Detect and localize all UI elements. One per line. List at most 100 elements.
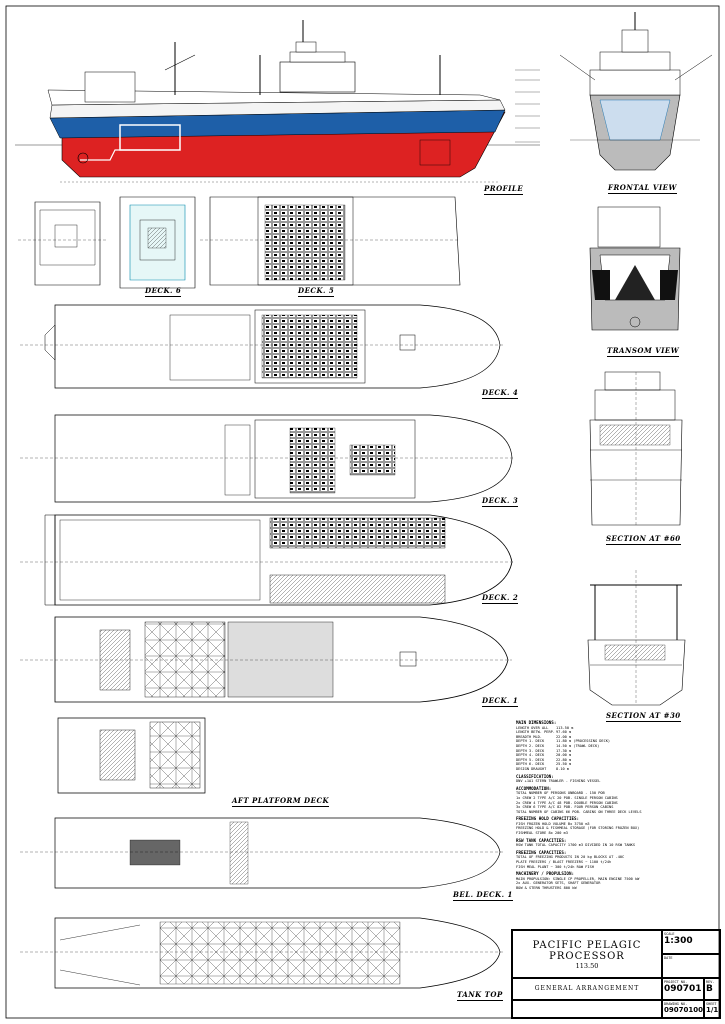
drawing-number-label: DRAWING NO. (664, 1002, 688, 1006)
freezing-line: FISHMEAL STORE 8x 200 m3 (516, 831, 568, 836)
accommodation-line: 2x CREW 4 TYPE A/C 48 POB. DOUBLE PERSON… (516, 800, 618, 805)
profile-view (15, 20, 540, 183)
dimension-value: 25.50 m (556, 762, 572, 767)
machinery-line: BOW & STERN THRUSTERS 800 kW (516, 886, 577, 890)
bel-deck1-plan (20, 817, 505, 889)
freezing-capacity-line: PLATE FREEZERS / BLAST FREEZERS ~ 1100 t… (516, 860, 612, 865)
label-deck6: DECK. 6 (145, 286, 182, 297)
drawing-number: 090701001 (664, 1006, 704, 1014)
dimension-value: 11.80 m (PROCESSING DECK) (556, 739, 611, 744)
deck4-plan (20, 304, 505, 389)
dimension-value: 20.00 m (556, 753, 572, 758)
drawing-number-cell: DRAWING NO. 090701001 (662, 1000, 704, 1018)
drawing-title-cell: GENERAL ARRANGEMENT (512, 978, 662, 1000)
deck2-plan (20, 514, 515, 606)
drawing-title: GENERAL ARRANGEMENT (534, 985, 640, 992)
sheet-cell: SHEET 1/1 (704, 1000, 720, 1018)
project-number-label: PROJECT NO. (664, 980, 688, 984)
deck6-plan (18, 201, 108, 286)
classification-heading: CLASSIFICATION: (516, 773, 554, 779)
project-subtitle: 113.50 (575, 962, 599, 970)
machinery-line: 2x AUX. GENERATOR SETS, SHAFT GENERATOR (516, 881, 601, 886)
dimension-name: DEPTH 2. DECK (516, 743, 545, 748)
label-section30: SECTION AT #30 (606, 711, 681, 722)
dimension-name: DEPTH 6. DECK (516, 762, 545, 767)
deck5-plan (119, 196, 196, 289)
dimension-value: 113.50 m (556, 725, 574, 730)
classification-text: DNV +1A1 STERN TRAWLER - FISHING VESSEL (516, 779, 601, 784)
label-deck1: DECK. 1 (482, 696, 519, 707)
dimension-value: 22.80 m (556, 757, 572, 762)
label-bel-deck1: BEL. DECK. 1 (453, 890, 513, 901)
tank-top-plan (20, 917, 505, 989)
section30-view (587, 570, 686, 706)
section60-view (589, 371, 683, 526)
aft-platform-plan (57, 717, 206, 794)
label-deck5: DECK. 5 (298, 286, 335, 297)
accommodation-line: 3x CREW 6 TYPE A/C 82 POB. FOUR PERSON C… (516, 805, 614, 810)
dimension-row: LENGTH OVER ALL 113.50 m (516, 726, 716, 731)
label-frontal-view: FRONTAL VIEW (608, 183, 677, 194)
dimension-name: LENGTH BETW. PERP. (516, 730, 555, 735)
deck1-plan (20, 616, 512, 703)
label-profile: PROFILE (484, 184, 524, 195)
transom-view (589, 206, 681, 331)
dimension-value: 22.00 m (556, 734, 572, 739)
dimension-name: DEPTH 3. DECK (516, 748, 545, 753)
freezing-capacity-heading: FREEZING CAPACITIES: (516, 849, 567, 855)
freezing-line: FISH FROZEN HOLD VOLUME Bx 3750 m3 (516, 821, 590, 826)
project-number: 090701 (664, 984, 702, 994)
sheet-label: SHEET (706, 1002, 717, 1006)
dimension-name: DEPTH 4. DECK (516, 753, 545, 758)
specification-notes: MAIN DIMENSIONS: LENGTH OVER ALL 113.50 m… (516, 718, 716, 891)
deck5-extension-plan (200, 196, 461, 286)
dimension-name: BREADTH MLD. (516, 734, 542, 739)
dimension-value: 17.30 m (556, 748, 572, 753)
dimension-name: DEPTH 5. DECK (516, 757, 545, 762)
dimension-row: DEPTH 4. DECK 20.00 m (516, 753, 716, 758)
label-deck4: DECK. 4 (482, 388, 519, 399)
rsw-heading: RSW TANK CAPACITIES: (516, 837, 567, 843)
revision-strip (512, 1000, 662, 1018)
label-deck2: DECK. 2 (482, 593, 519, 604)
rsw-text: RSW TANK TOTAL CAPACITY 1700 m3 DIVIDED … (516, 843, 635, 848)
accommodation-heading: ACCOMMODATION: (516, 785, 552, 791)
dimension-name: LENGTH OVER ALL (516, 725, 549, 730)
label-aft-platform: AFT PLATFORM DECK (232, 796, 330, 807)
accommodation-line: TOTAL NUMBER OF CABINS 66 POB. CABINS ON… (516, 809, 642, 814)
frontal-view (559, 12, 713, 171)
sheet-value: 1/1 (706, 1006, 719, 1014)
date-label: DATE (664, 956, 673, 960)
freezing-capacity-line: FISH MEAL PLANT ~ 300 t/24h RAW FISH (516, 864, 594, 869)
dimension-value: 8.10 m (556, 766, 569, 771)
dimension-row: DESIGN DRAUGHT 8.10 m (516, 767, 716, 772)
scale-label: SCALE (664, 932, 675, 936)
machinery-line: MAIN PROPULSION: SINGLE CP PROPELLER, MA… (516, 876, 640, 881)
label-section60: SECTION AT #60 (606, 534, 681, 545)
accommodation-line: TOTAL NUMBER OF PERSONS ONBOARD - 150 PO… (516, 791, 605, 796)
dimension-name: DESIGN DRAUGHT (516, 766, 547, 771)
dimension-row: DEPTH 3. DECK 17.30 m (516, 749, 716, 754)
accommodation-list: TOTAL NUMBER OF PERSONS ONBOARD - 150 PO… (516, 791, 716, 814)
revision-value: B (706, 984, 713, 994)
machinery-list: MAIN PROPULSION: SINGLE CP PROPELLER, MA… (516, 877, 716, 891)
dimension-value: 97.60 m (556, 730, 572, 735)
project-number-cell: PROJECT NO. 090701 (662, 978, 704, 1000)
freezing-capacity-list: TOTAL OF FREEZING PRODUCTS IN 20 kg BLOC… (516, 855, 716, 869)
date-cell: DATE (662, 954, 720, 978)
label-deck3: DECK. 3 (482, 496, 519, 507)
dimension-row: BREADTH MLD. 22.00 m (516, 735, 716, 740)
scale-cell: SCALE 1:300 (662, 930, 720, 954)
title-block: PACIFIC PELAGIC PROCESSOR 113.50 GENERAL… (511, 929, 721, 1019)
revision-cell: REV. B (704, 978, 720, 1000)
scale-value: 1:300 (664, 936, 693, 946)
deck3-plan (20, 414, 515, 503)
freezing-capacity-line: TOTAL OF FREEZING PRODUCTS IN 20 kg BLOC… (516, 855, 625, 860)
freezing-line: FREEZING HOLD & FISHMEAL STORAGE (FOR ST… (516, 826, 640, 831)
main-dimensions-heading: MAIN DIMENSIONS: (516, 720, 557, 725)
